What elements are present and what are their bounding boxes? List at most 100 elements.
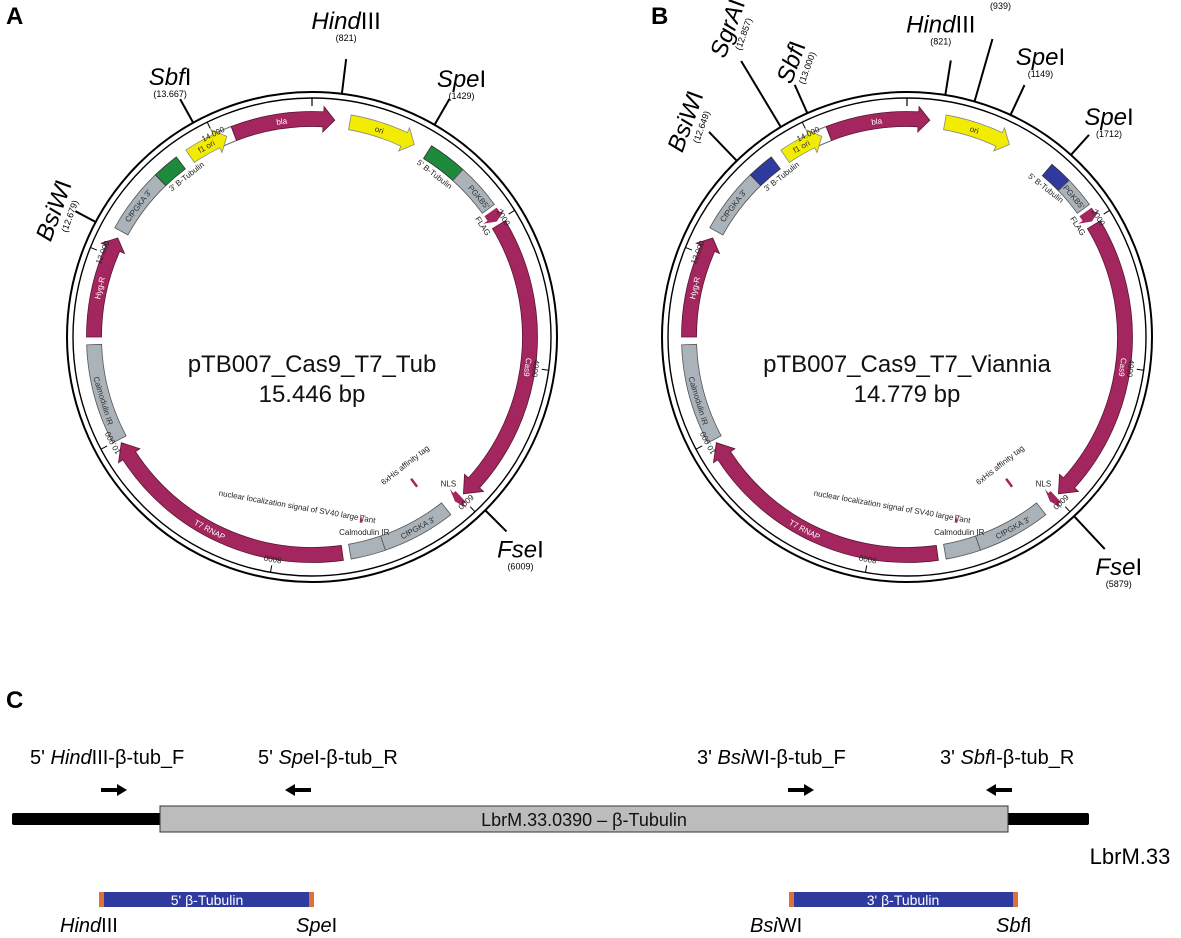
his-label: 6xHis affinity tag [974,444,1026,487]
site-position: (13.667) [153,89,187,99]
tubulin-3-box [749,156,781,187]
site-position: (6009) [507,561,533,571]
calmodulin-ir-left-box [681,343,722,444]
gene-label: LbrM.33.0390 – β-Tubulin [481,810,687,830]
scale-tick-label: 8000 [858,553,878,565]
scale-tick [270,565,273,573]
restriction-site: SpeI(1712) [1070,104,1134,156]
scale-tick [90,247,98,251]
ori-arrow [348,114,415,152]
primer-arrow-sbfi-r [986,784,1012,796]
restriction-site: BsiWI(12.649) [663,87,738,162]
site-position: (821) [336,33,357,43]
plasmid-map-b: pTB007_Cas9_T7_Viannia 14.779 bp blaori5… [661,0,1153,589]
site-line [484,509,508,533]
fragment-3-label: 3' β-Tubulin [867,892,939,908]
nls-sv40-label: nuclear localization signal of SV40 larg… [218,489,377,526]
site-name: FseI [497,536,544,563]
fragment-3-left-site: BsiWI [750,915,802,937]
calmodulin-ir-left-box [86,343,127,444]
restriction-sites: HindIII(821)SpeI(1429)SbfI(13.667)BsiWI(… [31,8,544,571]
scale-tick [1103,209,1110,215]
plasmid-a-size: 15.446 bp [259,381,366,408]
primer-spei-r: 5' SpeI-β-tub_R [258,747,398,769]
panel-c-locus: 5' HindIII-β-tub_F 5' SpeI-β-tub_R 3' Bs… [12,747,1170,937]
scale-tick [865,565,868,573]
flag-arrow [1078,207,1100,224]
restriction-site: FseI(5879) [1073,515,1142,589]
calmodulin-ir-box [943,535,981,560]
ori-label: ori [969,124,980,135]
site-position: (1429) [448,91,474,101]
site-line [740,60,782,128]
panel-letter-a: A [6,3,23,30]
site-name: SpeI [437,66,486,93]
site-position: (5879) [1106,579,1132,589]
nls-label: NLS [1036,479,1052,488]
site-line [708,131,738,162]
restriction-site: SpeI(1149) [1009,44,1065,116]
scale-tick [100,445,108,450]
restriction-site: FseI(939) [973,0,1024,102]
site-line [74,210,97,223]
site-line [1073,515,1106,550]
site-name: FseI [977,0,1024,3]
ori-arrow [943,114,1010,152]
site-position: (821) [930,36,951,46]
cas9-arrow [1058,220,1133,495]
restriction-site: HindIII(821) [906,11,975,96]
nls-sv40-mark [359,513,363,523]
primer-arrow-spei-r [285,784,311,796]
plasmid-a-name: pTB007_Cas9_T7_Tub [188,351,437,378]
site-line [1070,134,1090,156]
scale-tick [469,506,476,513]
restriction-site: HindIII(821) [311,8,381,94]
nls-arrow [449,489,467,508]
primer-arrow-bsiwi-f [788,784,814,796]
primer-arrow-hindiii-f [101,784,127,796]
restriction-sites: FseI(939)HindIII(821) SpeI(1149)SpeI(1712… [663,0,1143,589]
scale-tick-label: 4000 [530,359,541,378]
site-name: HindIII [311,8,380,35]
bla-label: bla [276,116,288,126]
primer-sbfi-r: 3' SbfI-β-tub_R [940,747,1074,769]
scale-tick-label: 8000 [263,553,283,565]
primer-bsiwi-f: 3' BsiWI-β-tub_F [697,747,846,769]
hyg-r-arrow [681,237,721,338]
pgkb5-box [452,168,495,214]
flag-arrow [483,207,505,224]
scale-tick [685,247,693,251]
nls-label: NLS [441,479,457,488]
bla-arrow [230,105,336,141]
site-name: SpeI [1084,104,1133,131]
fragment-3-right-site: SbfI [996,915,1032,937]
t7-rnap-arrow [712,442,939,563]
his-label: 6xHis affinity tag [379,444,431,487]
his-tag-mark [410,478,419,488]
panel-letter-c: C [6,687,23,714]
site-line [944,60,952,96]
f1-ori-arrow [780,128,823,164]
ori-label: ori [374,124,385,135]
plasmid-features [86,105,538,563]
scale-tick-label: 4000 [1125,359,1136,378]
fragment-5-label: 5' β-Tubulin [171,892,243,908]
fragment-3-tubulin: 3' β-Tubulin [789,892,1018,908]
restriction-site: BsiWI(12.679) [31,177,97,245]
chromosome-label: LbrM.33 [1090,844,1171,869]
plasmid-b-size: 14.779 bp [854,381,961,408]
cas9-label: Cas9 [522,357,534,377]
beta-tubulin-gene [159,805,1009,833]
nls-sv40-label: nuclear localization signal of SV40 larg… [813,489,972,526]
plasmid-b-name: pTB007_Cas9_T7_Viannia [763,351,1051,378]
tubulin-3-box [154,156,186,187]
bla-label: bla [871,116,883,126]
hyg-r-arrow [86,237,126,338]
site-name: FseI [1095,554,1142,581]
calmodulin-ir-label: Calmodulin IR [339,528,389,537]
site-line [1009,84,1026,116]
f1-ori-arrow [185,128,228,164]
bla-arrow [825,105,931,141]
